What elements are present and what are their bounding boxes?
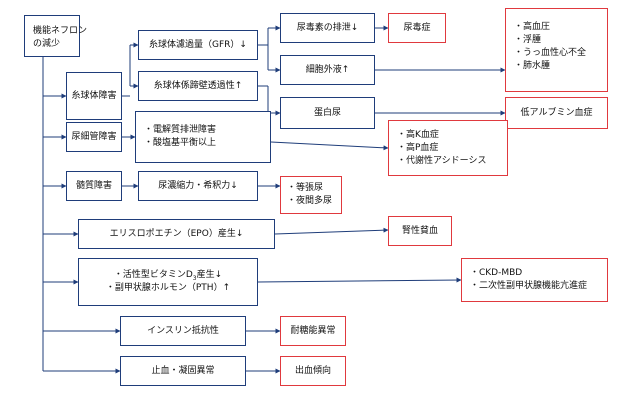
renal-anemia-box: 腎性貧血 xyxy=(388,216,452,246)
epo-label: エリスロポエチン（EPO）産生↓ xyxy=(109,228,244,239)
electrolyte-item-1: ・高K血症 xyxy=(397,129,439,140)
permeability-box: 糸球体係蹄壁透過性↑ xyxy=(138,71,258,101)
electrolyte-item-3: ・代謝性アシドーシス xyxy=(397,155,487,166)
medullary-disorder-label: 髄質障害 xyxy=(75,180,112,191)
permeability-label: 糸球体係蹄壁透過性↑ xyxy=(153,80,243,91)
extracellular-fluid-label: 細胞外液↑ xyxy=(305,64,350,75)
bleeding-tendency-box: 出血傾向 xyxy=(280,356,346,386)
fluid-overload-item-3: ・うっ血性心不全 xyxy=(514,48,587,58)
ckd-mbd-item-1: ・CKD-MBD xyxy=(470,268,523,278)
root-box: 機能ネフロン の減少 xyxy=(24,15,87,57)
electrolyte-item-2: ・高P血症 xyxy=(397,142,439,153)
gfr-box: 糸球体濾過量（GFR）↓ xyxy=(138,30,258,60)
glucose-intolerance-label: 耐糖能異常 xyxy=(290,325,336,336)
coagulation-label: 止血・凝固異常 xyxy=(151,365,215,376)
proteinuria-box: 蛋白尿 xyxy=(280,97,375,129)
vitamin-d-subscript: 3 xyxy=(192,274,197,282)
toxin-excretion-box: 尿毒素の排泄↓ xyxy=(280,13,375,43)
renal-anemia-label: 腎性貧血 xyxy=(401,225,438,236)
proteinuria-label: 蛋白尿 xyxy=(313,107,341,118)
hypoalbuminemia-label: 低アルブミン血症 xyxy=(520,107,593,118)
tubular-item-2: ・酸塩基平衡以上 xyxy=(144,138,217,148)
root-label-line-2: の減少 xyxy=(33,39,61,49)
glucose-intolerance-box: 耐糖能異常 xyxy=(280,316,346,346)
tubular-disorder-box: 尿細管障害 xyxy=(66,122,122,152)
vitamin-d-line: ・活性型ビタミンD3産生↓ xyxy=(113,270,223,282)
root-label-line-1: 機能ネフロン xyxy=(33,26,88,36)
extracellular-fluid-box: 細胞外液↑ xyxy=(280,55,375,85)
glomerular-disorder-box: 糸球体障害 xyxy=(66,72,122,120)
glomerular-disorder-label: 糸球体障害 xyxy=(71,90,117,101)
fluid-overload-item-2: ・浮腫 xyxy=(514,35,542,45)
toxin-excretion-label: 尿毒素の排泄↓ xyxy=(296,22,359,33)
urine-outcome-box: ・等張尿 ・夜間多尿 xyxy=(280,176,342,214)
ckd-mbd-box: ・CKD-MBD ・二次性副甲状腺機能亢進症 xyxy=(461,258,608,302)
tubular-disorder-label: 尿細管障害 xyxy=(71,131,117,142)
concentration-box: 尿濃縮力・希釈力↓ xyxy=(138,171,258,201)
coagulation-box: 止血・凝固異常 xyxy=(120,356,246,386)
insulin-label: インスリン抵抗性 xyxy=(147,325,219,336)
pth-line: ・副甲状腺ホルモン（PTH）↑ xyxy=(105,283,231,293)
hypoalbuminemia-box: 低アルブミン血症 xyxy=(505,97,608,129)
epo-box: エリスロポエチン（EPO）産生↓ xyxy=(78,219,275,249)
ckd-mbd-item-2: ・二次性副甲状腺機能亢進症 xyxy=(470,281,588,291)
insulin-box: インスリン抵抗性 xyxy=(120,316,246,346)
urine-item-2: ・夜間多尿 xyxy=(287,196,333,206)
fluid-overload-box: ・高血圧 ・浮腫 ・うっ血性心不全 ・肺水腫 xyxy=(505,8,608,92)
bleeding-tendency-label: 出血傾向 xyxy=(294,365,331,376)
uremia-box: 尿毒症 xyxy=(388,13,446,43)
fluid-overload-item-1: ・高血圧 xyxy=(514,22,551,32)
vitamin-d-pth-box: ・活性型ビタミンD3産生↓ ・副甲状腺ホルモン（PTH）↑ xyxy=(78,258,258,306)
urine-item-1: ・等張尿 xyxy=(287,183,324,193)
gfr-label: 糸球体濾過量（GFR）↓ xyxy=(149,39,247,50)
uremia-label: 尿毒症 xyxy=(403,22,431,33)
tubular-items-box: ・電解質排泄障害 ・酸塩基平衡以上 xyxy=(135,111,271,163)
tubular-item-1: ・電解質排泄障害 xyxy=(144,125,217,135)
electrolyte-outcome-box: ・高K血症 ・高P血症 ・代謝性アシドーシス xyxy=(388,120,508,176)
fluid-overload-item-4: ・肺水腫 xyxy=(514,61,551,71)
concentration-label: 尿濃縮力・希釈力↓ xyxy=(158,180,238,191)
medullary-disorder-box: 髄質障害 xyxy=(66,171,122,201)
